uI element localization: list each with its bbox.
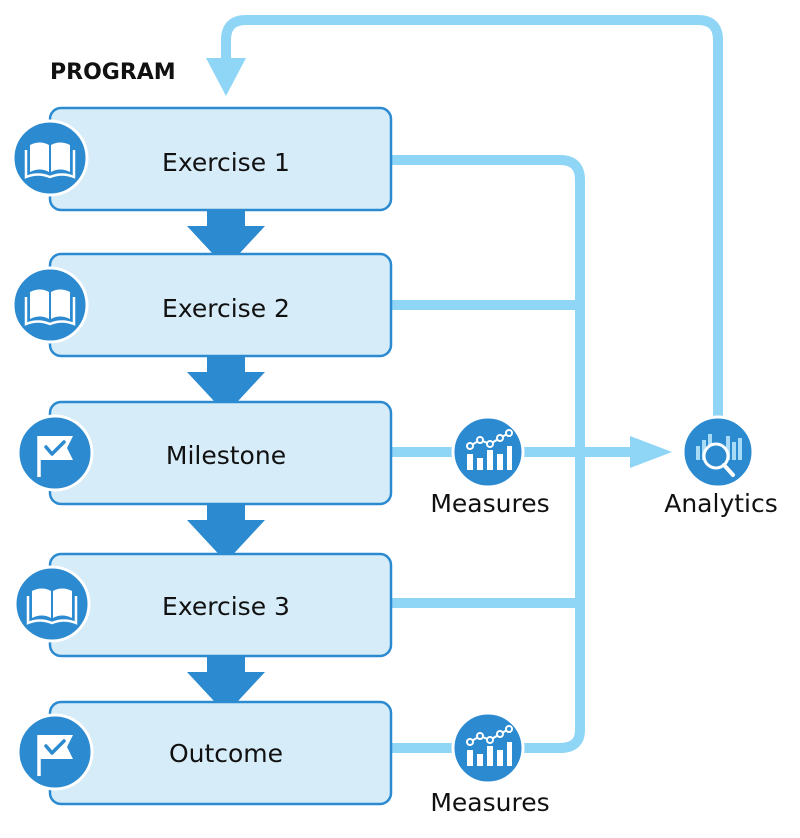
flow-arrow-2: [187, 356, 265, 414]
step-milestone: Milestone: [48, 400, 393, 506]
measures-label: Measures: [430, 788, 549, 817]
step-label: Exercise 1: [162, 148, 290, 177]
flag-check-icon: [16, 414, 94, 492]
step-label: Outcome: [169, 739, 283, 768]
step-exercise-3: Exercise 3: [48, 552, 393, 658]
analytics-arrowhead: [630, 436, 672, 468]
book-icon: [11, 119, 89, 197]
measures-label: Measures: [430, 489, 549, 518]
step-label: Exercise 2: [162, 294, 290, 323]
analytics-label: Analytics: [664, 489, 778, 518]
book-icon: [13, 565, 91, 643]
flow-arrow-1: [187, 210, 265, 268]
flow-arrows: [187, 210, 265, 714]
chart-trend-icon: [451, 711, 525, 785]
analytics-search-icon: [681, 415, 755, 489]
book-icon: [11, 266, 89, 344]
flow-arrow-3: [187, 504, 265, 562]
flow-arrow-4: [187, 656, 265, 714]
step-exercise-1: Exercise 1: [48, 106, 393, 212]
measures-node: Measures: [430, 415, 550, 518]
flag-check-icon: [16, 713, 94, 791]
feedback-arrowhead: [206, 58, 246, 96]
chart-trend-icon: [451, 415, 525, 489]
step-outcome: Outcome: [48, 700, 393, 806]
step-exercise-2: Exercise 2: [48, 252, 393, 358]
measures-node: Measures: [430, 711, 550, 817]
program-title: PROGRAM: [50, 60, 176, 85]
feedback-loop-connector: [221, 15, 723, 420]
analytics-node: Analytics: [664, 415, 778, 518]
step-label: Milestone: [166, 441, 286, 470]
step-label: Exercise 3: [162, 592, 290, 621]
